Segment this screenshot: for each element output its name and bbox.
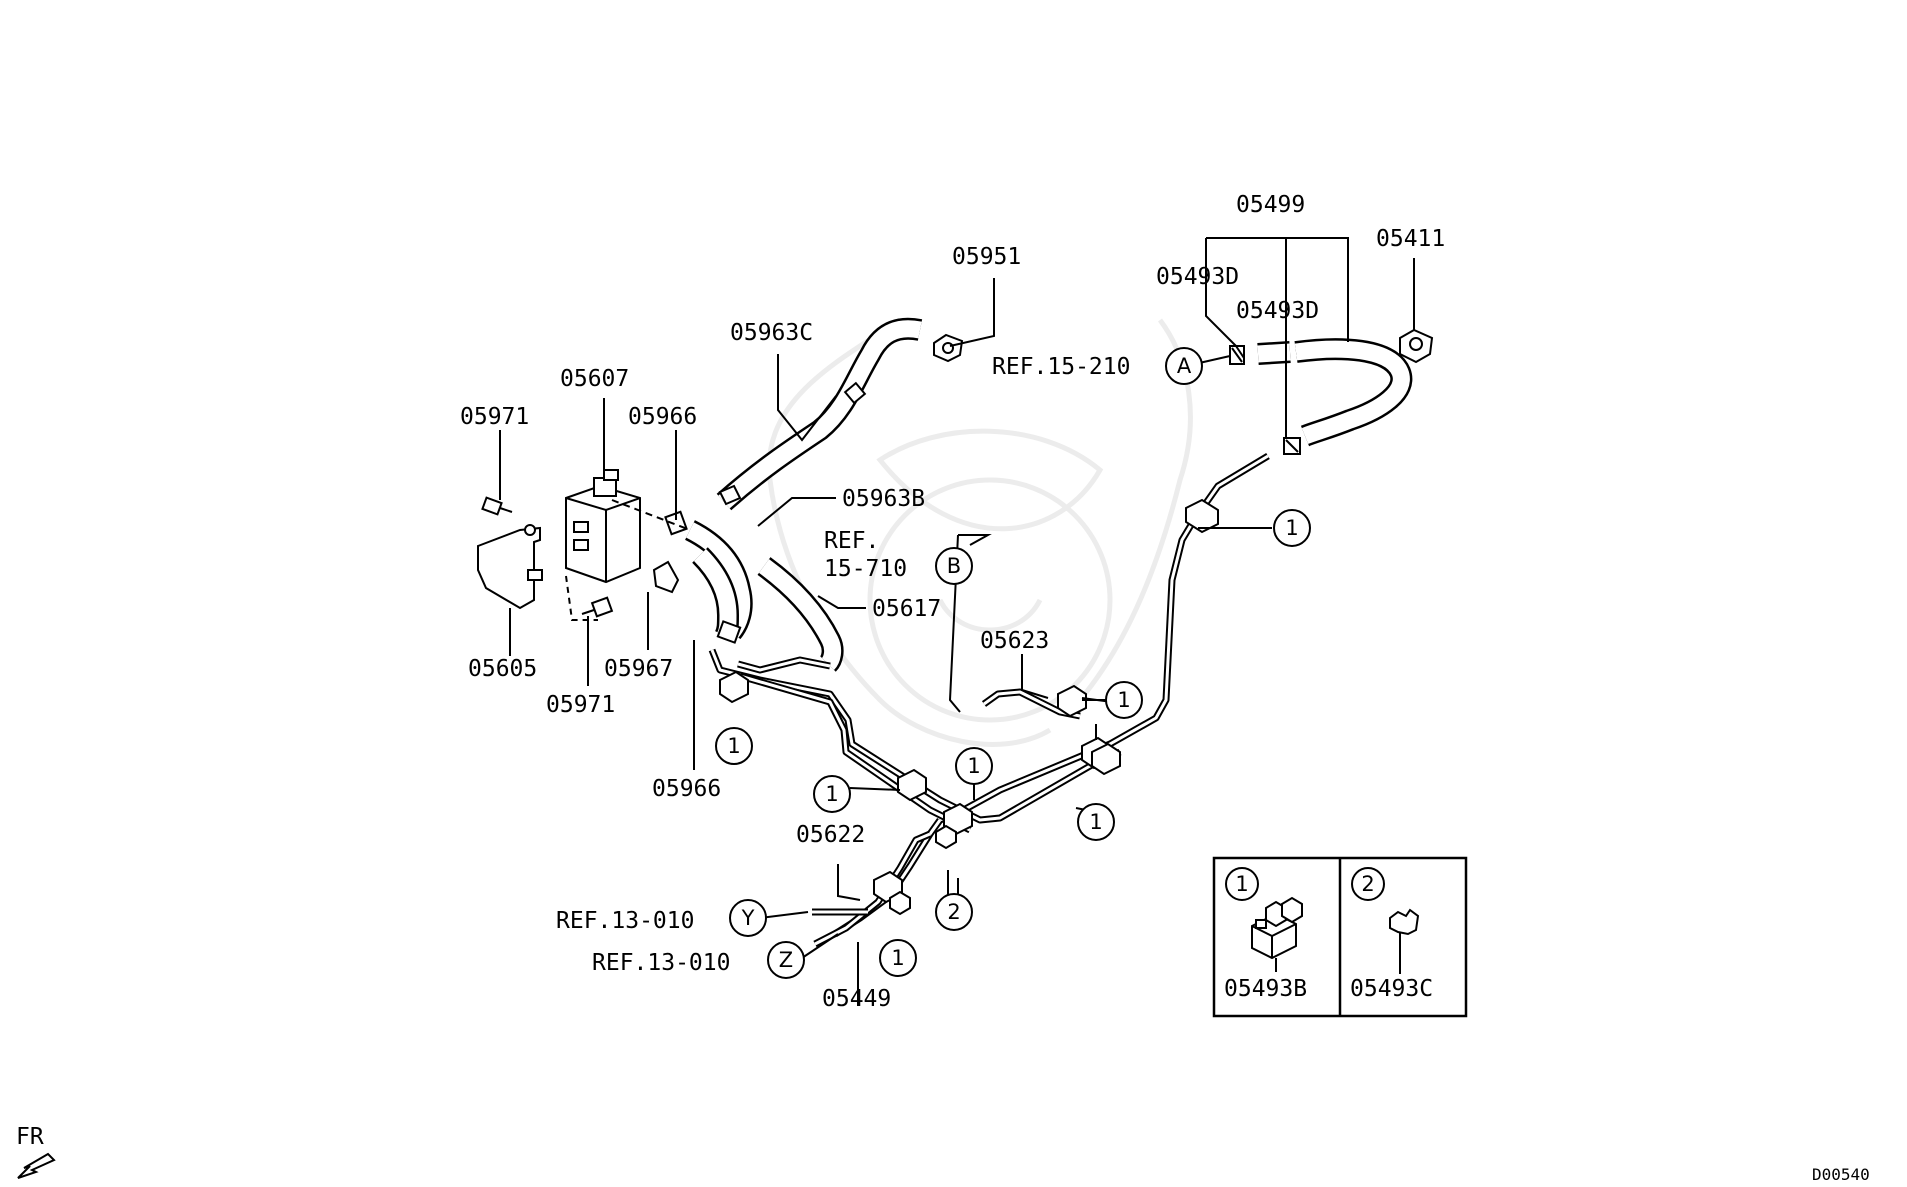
part-number-labels: 05499 05411 05493D 05493D 05951 05963C 0… [460, 192, 1445, 1012]
clamp-05967 [652, 560, 680, 594]
ref-b-line1: REF. [824, 528, 879, 554]
clamp-05493D-top [1229, 345, 1245, 365]
svg-text:A: A [1177, 354, 1192, 378]
svg-text:1: 1 [1089, 810, 1102, 834]
ref-b-marker [935, 547, 973, 585]
svg-text:1: 1 [825, 782, 838, 806]
label-05449: 05449 [822, 986, 891, 1012]
svg-text:Z: Z [779, 948, 793, 972]
clamp-05493D-bottom [1283, 437, 1301, 455]
svg-text:1: 1 [891, 946, 904, 970]
svg-text:1: 1 [1235, 872, 1248, 896]
ref-z-marker [767, 941, 805, 979]
svg-text:2: 2 [947, 900, 960, 924]
bracket-05605 [477, 524, 598, 621]
label-05963B: 05963B [842, 486, 925, 512]
legend-box: 1 05493B 2 05493C [1212, 856, 1468, 1018]
fr-arrow-icon [17, 1152, 56, 1179]
hose-clip-icon [1389, 908, 1420, 974]
ref-z-text: REF.13-010 [592, 950, 730, 976]
clip-05951 [933, 333, 964, 363]
hose-05963C [716, 317, 923, 511]
clip-05411 [1399, 328, 1434, 364]
legend-part-05493C: 05493C [1350, 976, 1433, 1002]
legend-marker-1 [1225, 867, 1259, 901]
label-05951: 05951 [952, 244, 1021, 270]
ref-y-text: REF.13-010 [556, 908, 694, 934]
ref-a-marker [1165, 347, 1203, 385]
label-05971-bottom: 05971 [546, 692, 615, 718]
label-05963C: 05963C [730, 320, 813, 346]
ref-y-marker [729, 899, 767, 937]
svg-text:1: 1 [1117, 688, 1130, 712]
fr-label: FR [16, 1124, 44, 1150]
hose-clip-icon [718, 484, 742, 506]
label-05617: 05617 [872, 596, 941, 622]
fr-marker: FR [16, 1124, 56, 1179]
clamp-icon [719, 498, 1219, 916]
canister-icon [565, 469, 691, 584]
label-05411: 05411 [1376, 226, 1445, 252]
label-05493D-a: 05493D [1156, 264, 1239, 290]
clamp-icon [1251, 896, 1303, 972]
svg-text:B: B [947, 554, 961, 578]
label-05966-top: 05966 [628, 404, 697, 430]
label-05622: 05622 [796, 822, 865, 848]
label-05605: 05605 [468, 656, 537, 682]
bolt-05971-top [481, 496, 513, 516]
svg-text:1: 1 [1285, 516, 1298, 540]
bolt-05971-bottom [581, 596, 614, 618]
label-05607: 05607 [560, 366, 629, 392]
label-05499: 05499 [1236, 192, 1305, 218]
hose-05966 [692, 547, 742, 644]
label-05493D-b: 05493D [1236, 298, 1319, 324]
legend-part-05493B: 05493B [1224, 976, 1307, 1002]
svg-text:1: 1 [727, 734, 740, 758]
label-05623: 05623 [980, 628, 1049, 654]
ref-b-line2: 15-710 [824, 556, 907, 582]
hose-05617 [757, 557, 844, 672]
hose-05499 [1257, 338, 1413, 447]
svg-text:Y: Y [741, 906, 755, 930]
label-05967: 05967 [604, 656, 673, 682]
svg-text:2: 2 [1361, 872, 1374, 896]
callout-markers: 1 1 1 1 1 1 2 1 [715, 509, 1311, 977]
legend-marker-2 [1351, 867, 1385, 901]
label-05966-bottom: 05966 [652, 776, 721, 802]
ref-a-text: REF.15-210 [992, 354, 1130, 380]
reference-labels: REF.15-210 A REF. 15-710 B REF.13-010 Y … [556, 347, 1203, 979]
svg-text:1: 1 [967, 754, 980, 778]
clip-05966-top [664, 510, 688, 536]
diagram-code: D00540 [1812, 1165, 1870, 1184]
label-05971-top: 05971 [460, 404, 529, 430]
